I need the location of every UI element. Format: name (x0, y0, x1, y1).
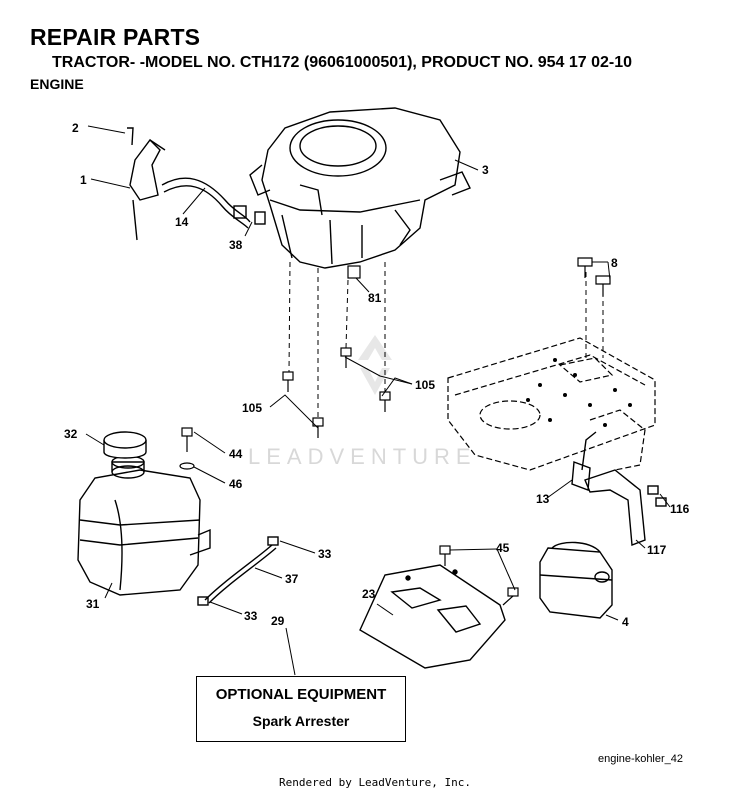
mounting-bolts-part[interactable] (282, 265, 391, 438)
heat-shield-part[interactable] (359, 564, 506, 669)
part-number-38: 38 (229, 238, 243, 252)
part-number-8: 8 (611, 256, 618, 270)
muffler-part[interactable] (539, 541, 613, 619)
section-title: ENGINE (30, 76, 84, 92)
part-number-37: 37 (285, 572, 299, 586)
part-number-14: 14 (175, 215, 189, 229)
part-number-81: 81 (368, 291, 382, 305)
frame-holes (526, 358, 632, 427)
optional-equipment-box: OPTIONAL EQUIPMENT Spark Arrester (196, 676, 406, 742)
part-number-117: 117 (647, 543, 667, 557)
optional-equipment-title: OPTIONAL EQUIPMENT (215, 686, 387, 703)
part-number-46: 46 (229, 477, 243, 491)
diagram-id: engine-kohler_42 (598, 753, 684, 765)
fuel-hose-part[interactable] (197, 536, 279, 606)
optional-equipment-item[interactable]: Spark Arrester (252, 713, 350, 729)
fuel-tank-part[interactable] (77, 455, 211, 596)
part-number-13: 13 (536, 492, 550, 506)
part-number-33-top: 33 (318, 547, 332, 561)
part-number-44: 44 (229, 447, 243, 461)
fuel-line-part[interactable] (161, 177, 266, 229)
part-number-23: 23 (362, 587, 376, 601)
tank-screw-part[interactable] (179, 427, 195, 470)
part-number-32: 32 (64, 427, 78, 441)
part-number-116: 116 (670, 502, 690, 516)
throttle-bracket-part[interactable] (127, 127, 166, 241)
part-number-3: 3 (482, 163, 489, 177)
engine-part[interactable] (249, 107, 471, 269)
model-subtitle: TRACTOR- -MODEL NO. CTH172 (96061000501)… (52, 54, 633, 71)
leadventure-watermark-logo (358, 335, 392, 395)
page-title: REPAIR PARTS (30, 24, 201, 50)
watermark-text: LEADVENTURE (248, 444, 477, 469)
part-number-105-right: 105 (415, 378, 435, 392)
exhaust-pipe-part[interactable] (571, 431, 667, 546)
part-number-1: 1 (80, 173, 87, 187)
part-number-45: 45 (496, 541, 510, 555)
bolt-guide-lines (288, 261, 604, 418)
fuel-cap-part[interactable] (103, 431, 147, 459)
part-number-31: 31 (86, 597, 100, 611)
tractor-frame (447, 337, 656, 471)
part-number-2: 2 (72, 121, 79, 135)
frame-screws-part[interactable] (577, 257, 611, 296)
leader-lines (86, 126, 671, 676)
footer-credit: Rendered by LeadVenture, Inc. (278, 776, 472, 789)
part-number-29: 29 (271, 614, 285, 628)
part-number-105-left: 105 (242, 401, 262, 415)
part-number-4: 4 (622, 615, 629, 629)
part-number-33-bottom: 33 (244, 609, 258, 623)
